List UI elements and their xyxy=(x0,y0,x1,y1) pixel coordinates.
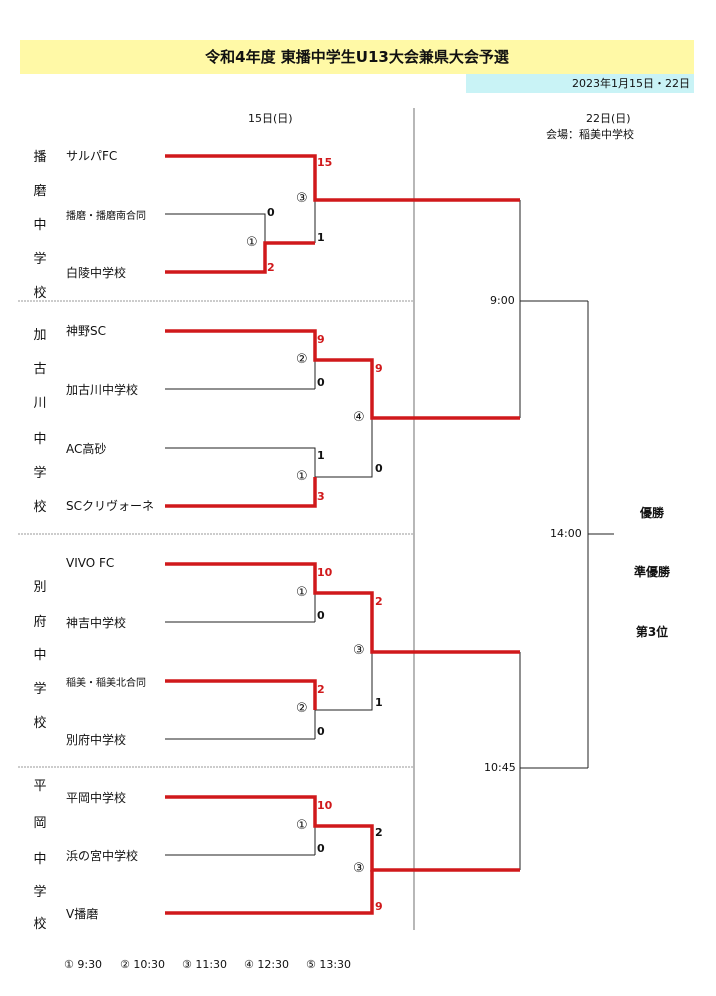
team-name: SCクリヴォーネ xyxy=(66,499,154,513)
legend-item: ④ 12:30 xyxy=(244,958,290,971)
score-winner: 3 xyxy=(317,490,325,503)
match-slot-mark: ④ xyxy=(353,410,365,425)
group-2-char: 学 xyxy=(33,466,47,481)
group-2-char: 古 xyxy=(33,362,47,377)
group-2-char: 校 xyxy=(33,500,47,515)
score-winner: 2 xyxy=(317,683,325,696)
score: 2 xyxy=(375,826,383,839)
legend-item: ③ 11:30 xyxy=(182,958,228,971)
team-name: 平岡中学校 xyxy=(66,791,127,805)
score: 0 xyxy=(267,206,275,219)
score-winner: 15 xyxy=(317,156,333,169)
day2-header: 22日(日) xyxy=(586,112,631,125)
group-1-char: 磨 xyxy=(33,184,47,199)
team-name: 浜の宮中学校 xyxy=(66,849,139,863)
group-3-char: 学 xyxy=(33,682,47,697)
group-2-char: 川 xyxy=(33,396,47,411)
date-range: 2023年1月15日・22日 xyxy=(466,74,694,93)
legend-item: ① 9:30 xyxy=(64,958,103,971)
match-slot-mark: ③ xyxy=(353,861,365,876)
day1-header: 15日(日) xyxy=(248,112,293,125)
match-slot-mark: ③ xyxy=(296,191,308,206)
score: 0 xyxy=(317,376,325,389)
group-1-char: 学 xyxy=(33,252,47,267)
group-1-char: 中 xyxy=(33,218,47,233)
group-3-char: 中 xyxy=(33,648,47,663)
rank-runner-up: 準優勝 xyxy=(633,565,670,579)
group-4-char: 中 xyxy=(33,852,47,867)
score: 0 xyxy=(317,725,325,738)
score-winner: 2 xyxy=(267,261,275,274)
team-name: VIVO FC xyxy=(66,556,115,570)
team-name: 播磨・播磨南合同 xyxy=(66,211,146,222)
group-2-char: 加 xyxy=(33,328,47,343)
group-3-char: 別 xyxy=(33,580,47,595)
group-2-char: 中 xyxy=(33,432,47,447)
score-winner: 9 xyxy=(317,333,325,346)
team-name: 別府中学校 xyxy=(66,733,127,747)
group-3-char: 校 xyxy=(33,716,47,731)
team-name: サルパFC xyxy=(66,149,118,163)
score: 1 xyxy=(317,231,325,244)
legend-item: ⑤ 13:30 xyxy=(306,958,352,971)
group-4-char: 平 xyxy=(33,779,47,794)
score-winner: 10 xyxy=(317,799,333,812)
group-1-char: 校 xyxy=(33,286,47,301)
group-4-char: 学 xyxy=(33,885,47,900)
score-winner: 2 xyxy=(375,595,383,608)
team-name: V播磨 xyxy=(66,907,99,921)
team-name: 神野SC xyxy=(66,324,106,338)
group-1-char: 播 xyxy=(33,150,47,165)
final-time: 14:00 xyxy=(550,527,582,540)
score: 0 xyxy=(317,842,325,855)
team-name: 神吉中学校 xyxy=(66,616,127,630)
score: 1 xyxy=(375,696,383,709)
rank-third: 第3位 xyxy=(635,625,669,639)
team-name: 加古川中学校 xyxy=(66,383,139,397)
semifinal-1-time: 9:00 xyxy=(490,294,515,307)
group-3-char: 府 xyxy=(33,615,47,630)
match-slot-mark: ① xyxy=(296,585,308,600)
team-name: 白陵中学校 xyxy=(66,266,127,280)
match-slot-mark: ② xyxy=(296,352,308,367)
score-winner: 9 xyxy=(375,900,383,913)
group-4-char: 岡 xyxy=(33,816,47,831)
legend-item: ② 10:30 xyxy=(120,958,166,971)
score-winner: 10 xyxy=(317,566,333,579)
match-slot-mark: ① xyxy=(296,469,308,484)
team-name: AC高砂 xyxy=(66,442,107,456)
score: 0 xyxy=(317,609,325,622)
match-slot-mark: ② xyxy=(296,701,308,716)
match-slot-mark: ③ xyxy=(353,643,365,658)
semifinal-2-time: 10:45 xyxy=(484,761,516,774)
score: 1 xyxy=(317,449,325,462)
score: 0 xyxy=(375,462,383,475)
score-winner: 9 xyxy=(375,362,383,375)
venue: 会場：稲美中学校 xyxy=(546,128,634,141)
group-4-char: 校 xyxy=(33,917,47,932)
page-title: 令和4年度 東播中学生U13大会兼県大会予選 xyxy=(20,40,694,74)
match-slot-mark: ① xyxy=(296,818,308,833)
match-slot-mark: ① xyxy=(246,235,258,250)
team-name: 稲美・稲美北合同 xyxy=(66,678,146,689)
rank-champion: 優勝 xyxy=(639,506,664,520)
